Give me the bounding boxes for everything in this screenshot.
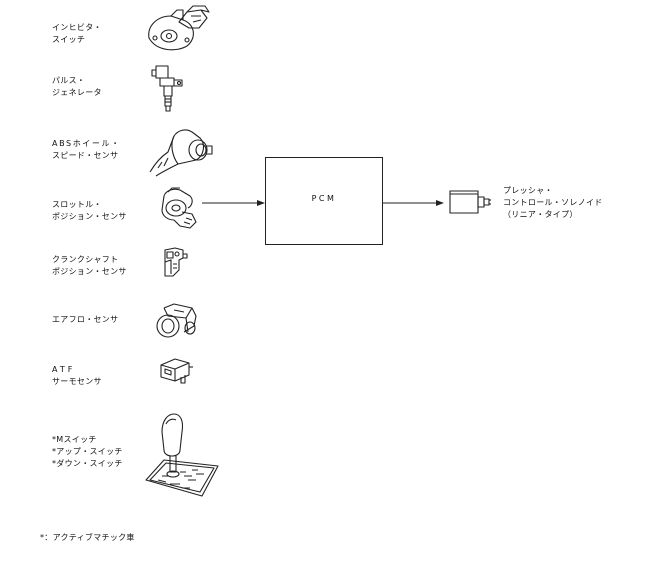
throttle-position-sensor-icon (160, 186, 200, 232)
shift-lever-icon (140, 410, 222, 500)
pcm-box: PCM (265, 157, 383, 245)
airflow-sensor-label: エアフロ・センサ (52, 315, 119, 324)
crankshaft-position-sensor-icon (161, 246, 191, 280)
atf-thermo-sensor-icon (157, 355, 195, 387)
manual-switches-label: *Mスイッチ *アップ・スイッチ *ダウン・スイッチ (52, 435, 123, 468)
pulse-generator-icon (151, 62, 192, 114)
output-arrowhead (436, 200, 444, 206)
pulse-generator-label: パルス・ ジェネレータ (52, 76, 102, 97)
atf-thermo-sensor-label: ATF サーモセンサ (52, 365, 102, 386)
abs-wheel-speed-sensor-icon (148, 126, 214, 177)
inhibitor-switch-icon (143, 4, 215, 54)
inhibitor-switch-label: インヒビタ・ スイッチ (52, 23, 102, 44)
throttle-position-sensor-label: スロットル・ ポジション・センサ (52, 200, 127, 221)
pressure-control-solenoid-icon (447, 189, 493, 217)
footnote: *：アクティブマチック車 (40, 533, 135, 542)
abs-wheel-speed-sensor-label: ABSホイール・ スピード・センサ (52, 139, 121, 160)
airflow-sensor-icon (154, 302, 200, 340)
pcm-label: PCM (311, 194, 337, 203)
crankshaft-position-sensor-label: クランクシャフト ポジション・センサ (52, 255, 127, 276)
input-arrowhead (257, 200, 265, 206)
output-label: プレッシャ・ コントロール・ソレノイド （リニア・タイプ） (503, 186, 603, 219)
